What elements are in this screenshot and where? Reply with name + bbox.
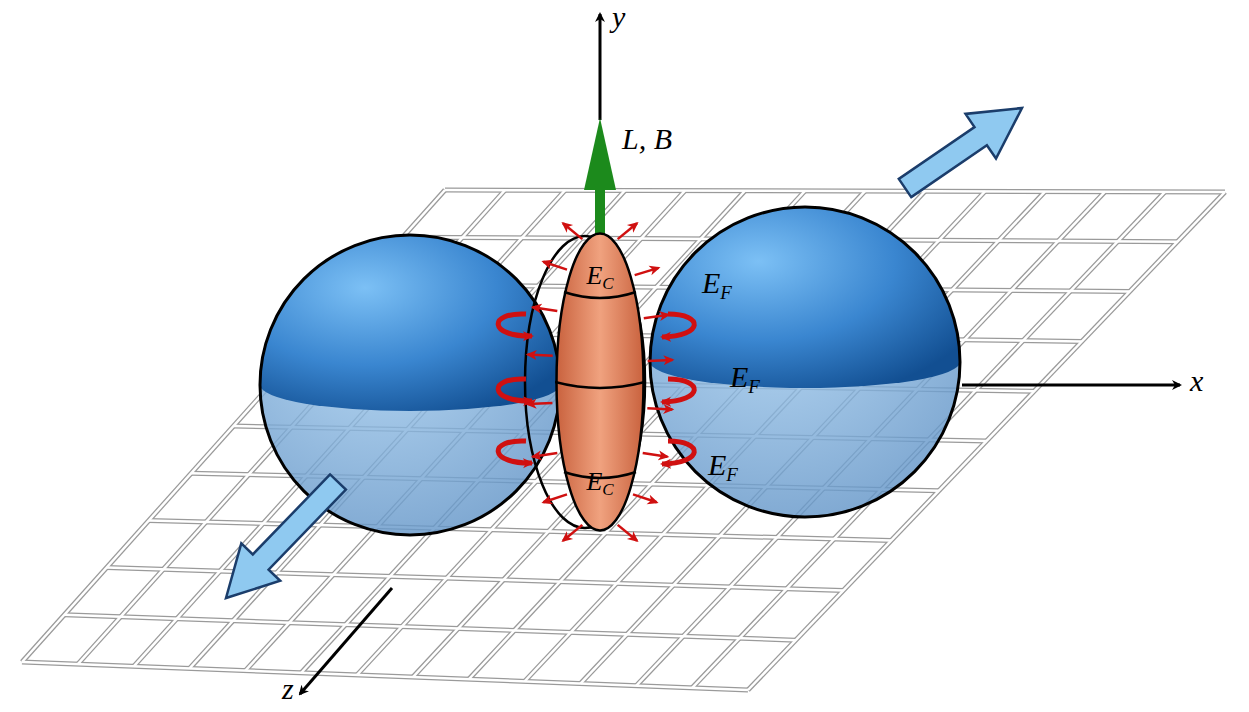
nucleus-upper	[650, 207, 960, 388]
grid-line	[525, 191, 985, 681]
grid-line	[445, 190, 1225, 192]
electric-field-arrow	[543, 262, 567, 270]
field-swirl	[662, 379, 694, 402]
field-swirl	[498, 441, 532, 463]
electric-field-arrow	[643, 453, 668, 457]
field-label: EF	[730, 360, 760, 398]
grid-line	[22, 662, 748, 690]
grid-plane	[22, 190, 1225, 690]
subscript: F	[748, 376, 760, 397]
symbol: E	[708, 448, 726, 481]
nucleus-outline	[260, 235, 560, 535]
field-swirl	[662, 314, 694, 337]
symbol: E	[702, 266, 720, 299]
grid-line	[525, 191, 985, 681]
field-swirl	[498, 379, 532, 401]
x-axis	[962, 384, 1180, 387]
symbol: E	[586, 261, 602, 290]
motion-arrow	[226, 474, 346, 598]
symbol: E	[730, 360, 748, 393]
electric-field-arrow	[644, 315, 669, 319]
grid-line	[149, 520, 891, 540]
nucleus-lower	[260, 235, 560, 535]
grid-line	[134, 190, 565, 666]
z-axis	[300, 588, 392, 694]
field-label: EF	[702, 266, 732, 304]
field-label: EC	[555, 262, 645, 294]
grid-line	[64, 615, 795, 640]
nucleus-outline	[650, 207, 960, 517]
axis-label: z	[282, 672, 294, 705]
subscript: C	[602, 480, 613, 499]
nucleus-upper	[260, 235, 560, 411]
field-label: EF	[708, 448, 738, 486]
grid-line	[107, 568, 844, 591]
field-swirl	[498, 314, 532, 336]
electric-field-arrow	[533, 453, 558, 457]
electric-field-arrow	[648, 360, 673, 361]
electric-field-arrow	[618, 223, 637, 239]
field-swirl	[662, 441, 694, 464]
grid-line	[149, 520, 891, 540]
electric-field-arrow	[543, 494, 567, 502]
grid-line	[64, 615, 795, 640]
subscript: C	[602, 274, 613, 293]
grid-line	[636, 192, 1105, 686]
subscript: F	[726, 464, 738, 485]
electric-field-arrow	[647, 408, 672, 409]
electric-field-arrow	[633, 494, 657, 502]
y-axis	[599, 14, 602, 120]
vector-label: L, B	[622, 122, 672, 155]
subscript: F	[720, 282, 732, 303]
electric-field-arrow	[563, 525, 582, 541]
electric-field-arrow	[618, 525, 637, 541]
grid-line	[22, 662, 748, 690]
grid-line	[245, 191, 685, 671]
symbol: E	[586, 467, 602, 496]
ellipse-fill	[557, 234, 644, 531]
electric-field-arrow	[635, 268, 659, 275]
electric-field-arrow	[533, 307, 558, 311]
electric-field-arrow	[528, 355, 553, 356]
grid-line	[580, 192, 1045, 684]
ring-line	[555, 382, 645, 388]
grid-line	[245, 191, 685, 671]
nucleus-lower	[650, 207, 960, 517]
grid-line	[445, 190, 1225, 192]
grid-line	[107, 568, 844, 591]
grid-line	[580, 192, 1045, 684]
angular-momentum-head	[584, 118, 616, 190]
electric-field-arrow	[563, 223, 582, 239]
angular-momentum-arrow	[595, 186, 605, 236]
ring-line	[564, 292, 636, 298]
electric-field-arrow	[528, 403, 553, 404]
motion-arrow	[899, 108, 1022, 197]
field-label: EC	[555, 468, 645, 500]
grid-line	[134, 190, 565, 666]
overlap-region: ECEC	[555, 232, 645, 532]
grid-line	[636, 192, 1105, 686]
axis-label: x	[1190, 364, 1203, 397]
axis-label: y	[612, 0, 625, 33]
